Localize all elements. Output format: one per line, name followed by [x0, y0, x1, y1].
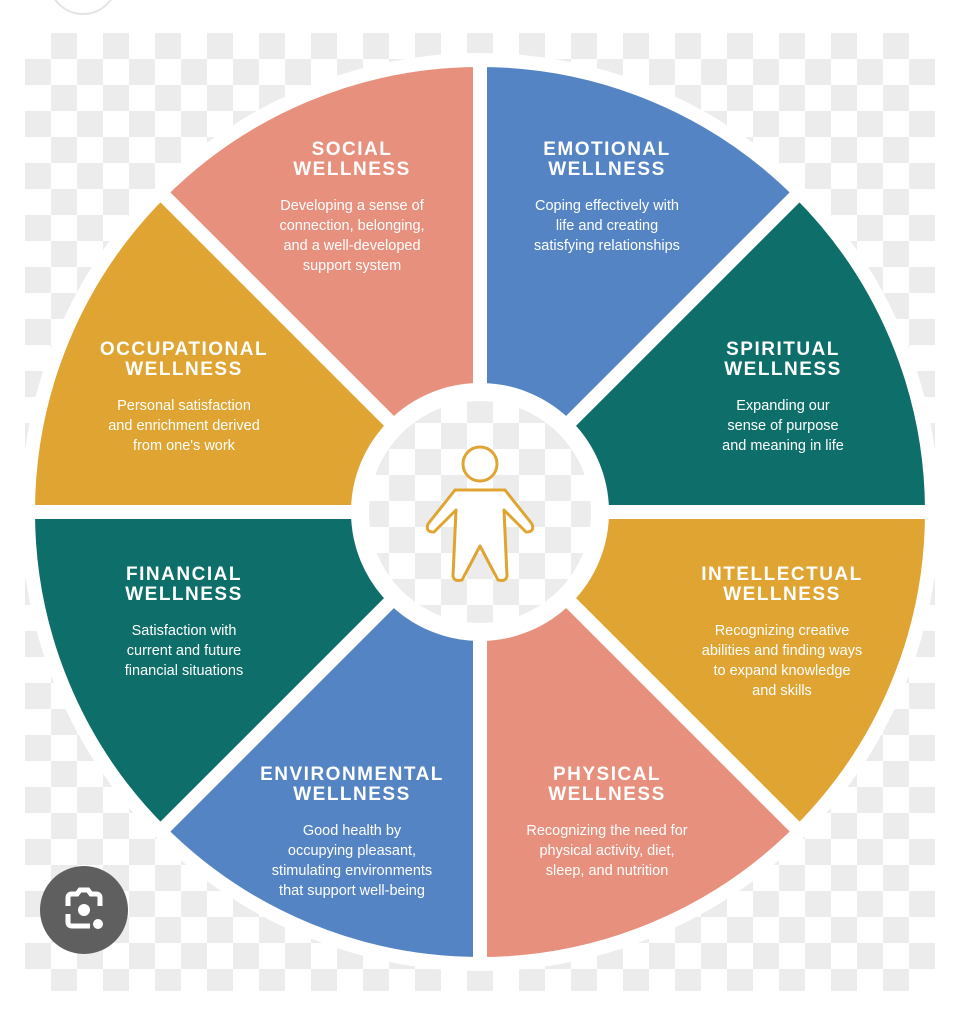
description-line: Developing a sense of [280, 198, 424, 214]
person-icon [425, 445, 535, 582]
description-line: life and creating [555, 218, 659, 234]
segment-description: Expanding our sense of purpose and meaning… [663, 396, 903, 456]
segment-spiritual [556, 182, 940, 519]
description-line: sleep, and nutrition [545, 863, 669, 879]
segment-description: Good health by occupying pleasant, stimula… [232, 821, 472, 901]
description-line: support system [302, 258, 402, 274]
segment-description: Satisfaction with current and future finan… [64, 621, 304, 681]
description-line: Expanding our [736, 398, 830, 414]
segment-title: WELLNESS [293, 159, 411, 180]
segment-title: ENVIRONMENTAL [260, 764, 444, 785]
segment-description: Developing a sense of connection, belongi… [232, 196, 472, 276]
segment-title: SOCIAL [311, 139, 393, 160]
segment-title: PHYSICAL [552, 764, 662, 785]
description-line: and meaning in life [722, 438, 844, 454]
google-lens-button[interactable] [40, 866, 128, 954]
segment-financial [20, 505, 404, 842]
google-lens-icon [65, 887, 103, 929]
description-line: abilities and finding ways [701, 643, 863, 659]
description-line: financial situations [124, 663, 244, 679]
description-line: and enrichment derived [108, 418, 260, 434]
description-line: satisfying relationships [534, 238, 680, 254]
segment-title: WELLNESS [723, 584, 841, 605]
description-line: stimulating environments [271, 863, 433, 879]
description-line: that support well-being [279, 883, 425, 899]
segment-physical [473, 588, 810, 972]
description-line: from one's work [133, 438, 235, 454]
description-line: and a well-developed [283, 238, 421, 254]
segment-title: WELLNESS [724, 359, 842, 380]
description-line: Personal satisfaction [117, 398, 251, 414]
segment-description: Recognizing the need for physical activit… [487, 821, 727, 881]
segment-emotional [473, 52, 810, 436]
description-line: Good health by [302, 823, 402, 839]
center-ring [359, 391, 601, 633]
description-line: occupying pleasant, [287, 843, 417, 859]
segment-environmental [150, 588, 487, 972]
segment-title: WELLNESS [125, 584, 243, 605]
segment-description: Coping effectively with life and creating… [487, 196, 727, 256]
segment-intellectual [556, 505, 940, 842]
description-line: and skills [752, 683, 812, 699]
segment-title: WELLNESS [293, 784, 411, 805]
description-line: physical activity, diet, [539, 843, 675, 859]
description-line: Coping effectively with [534, 198, 679, 214]
description-line: Satisfaction with [131, 623, 237, 639]
segment-title: WELLNESS [548, 784, 666, 805]
segment-occupational [20, 182, 404, 519]
description-line: sense of purpose [727, 418, 839, 434]
segment-title: INTELLECTUAL [701, 564, 863, 585]
segment-title: FINANCIAL [126, 564, 242, 585]
segment-social [150, 52, 487, 436]
segment-title: OCCUPATIONAL [99, 339, 269, 360]
description-line: connection, belonging, [279, 218, 425, 234]
description-line: current and future [126, 643, 242, 659]
description-line: Recognizing creative [714, 623, 850, 639]
segment-title: EMOTIONAL [543, 139, 671, 160]
description-line: to expand knowledge [713, 663, 851, 679]
segment-title: WELLNESS [548, 159, 666, 180]
segment-title: SPIRITUAL [726, 339, 840, 360]
segment-description: Recognizing creative abilities and findin… [662, 621, 902, 701]
description-line: Recognizing the need for [526, 823, 688, 839]
segment-title: WELLNESS [125, 359, 243, 380]
segment-description: Personal satisfaction and enrichment deri… [64, 396, 304, 456]
